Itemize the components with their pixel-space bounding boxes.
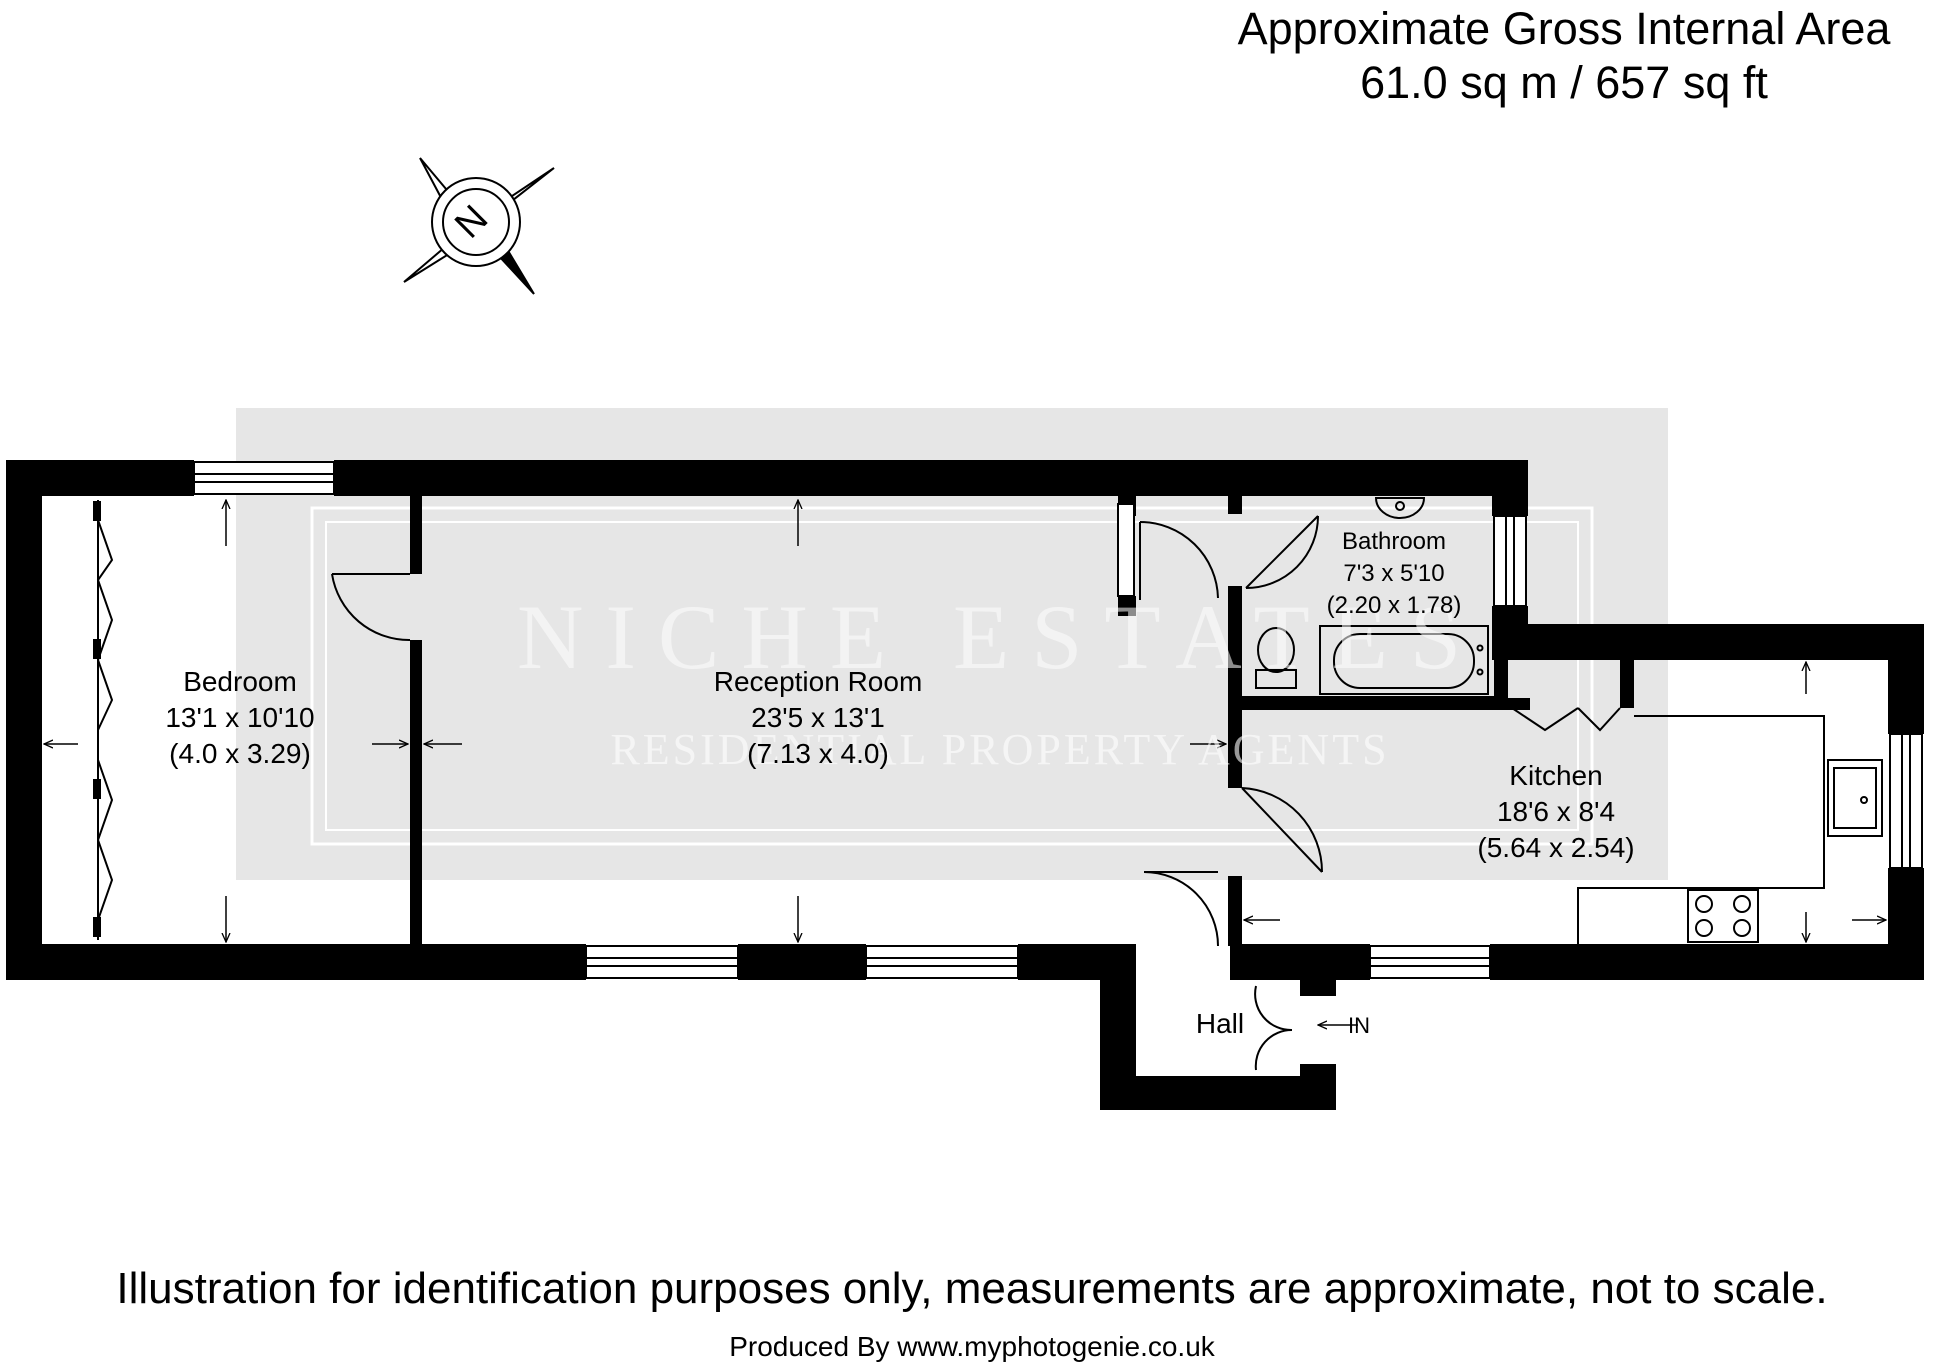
area-summary: Approximate Gross Internal Area 61.0 sq … — [1184, 2, 1944, 110]
room-size-metric: (5.64 x 2.54) — [1477, 832, 1635, 863]
room-size-imperial: 7'3 x 5'10 — [1343, 560, 1445, 587]
producer-credit: Produced By www.myphotogenie.co.uk — [729, 1331, 1215, 1362]
doors — [331, 515, 1621, 1071]
room-name: Reception Room — [713, 666, 923, 697]
room-label-bedroom: Bedroom 13'1 x 10'10 (4.0 x 3.29) — [130, 664, 350, 772]
windows — [193, 461, 1923, 979]
bedroom-folding-doors — [93, 500, 114, 940]
room-size-metric: (2.20 x 1.78) — [1326, 592, 1462, 619]
room-size-imperial: 18'6 x 8'4 — [1496, 796, 1616, 827]
bathroom-fixtures — [1255, 497, 1489, 695]
kitchen-fixtures — [1577, 715, 1883, 944]
room-label-reception: Reception Room 23'5 x 13'1 (7.13 x 4.0) — [658, 664, 978, 772]
area-value: 61.0 sq m / 657 sq ft — [1360, 57, 1768, 108]
room-size-metric: (7.13 x 4.0) — [747, 738, 889, 769]
room-name: Bathroom — [1341, 528, 1447, 555]
north-compass-icon — [403, 157, 555, 295]
area-title: Approximate Gross Internal Area — [1237, 3, 1891, 54]
room-size-imperial: 23'5 x 13'1 — [751, 702, 885, 733]
room-label-hall: Hall — [1180, 1006, 1260, 1042]
room-size-metric: (4.0 x 3.29) — [169, 738, 311, 769]
disclaimer: Illustration for identification purposes… — [116, 1264, 1828, 1313]
room-size-imperial: 13'1 x 10'10 — [165, 702, 315, 733]
watermark-tagline: RESIDENTIAL PROPERTY AGENTS — [610, 725, 1390, 774]
room-name: Bedroom — [183, 666, 297, 697]
walls — [6, 460, 1924, 1110]
watermark-brand: NICHE ESTATES — [516, 586, 1484, 688]
room-label-kitchen: Kitchen 18'6 x 8'4 (5.64 x 2.54) — [1446, 758, 1666, 866]
room-label-bathroom: Bathroom 7'3 x 5'10 (2.20 x 1.78) — [1304, 526, 1484, 622]
entrance-label: IN — [1348, 1013, 1370, 1038]
room-name: Hall — [1195, 1008, 1245, 1039]
dimension-arrows — [44, 500, 1886, 1025]
room-name: Kitchen — [1509, 760, 1603, 791]
